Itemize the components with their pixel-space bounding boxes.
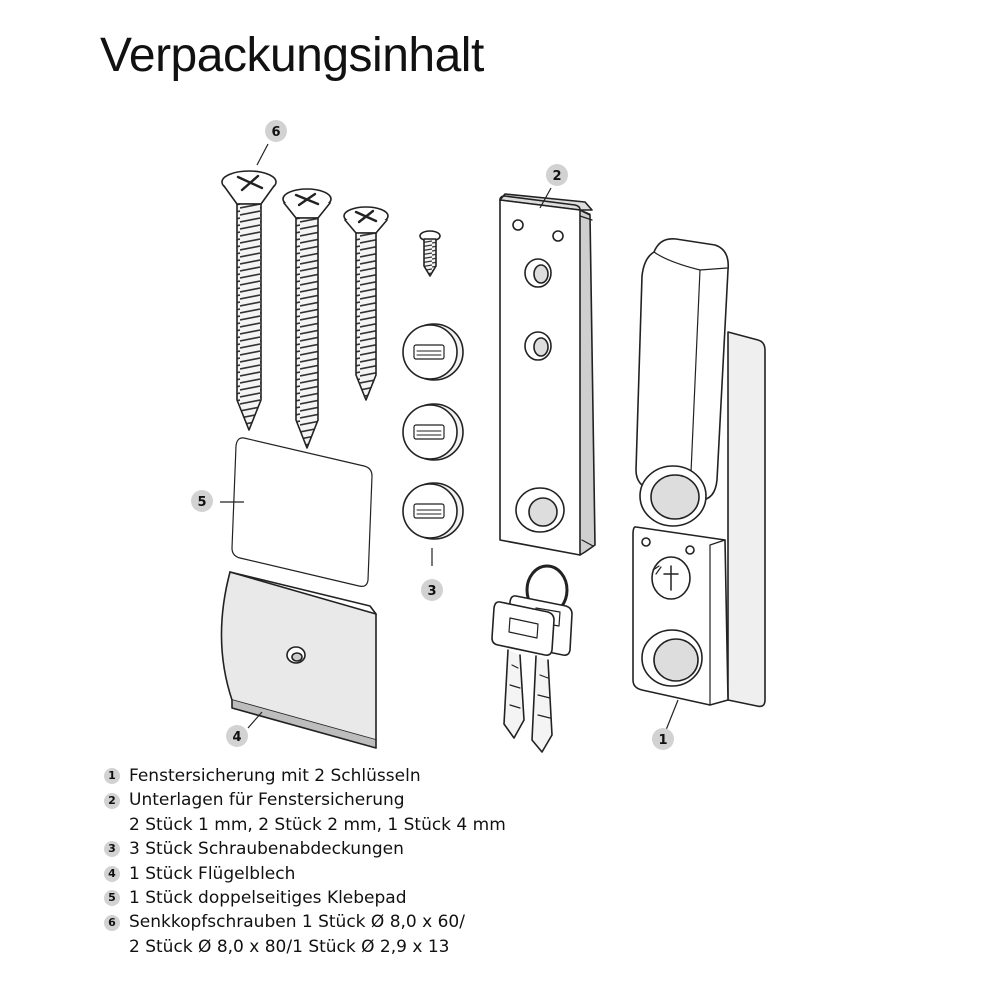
spacer-stack <box>499 193 596 556</box>
callout-4: 4 <box>226 725 248 747</box>
svg-text:3: 3 <box>427 584 436 599</box>
callout-6: 6 <box>265 120 287 142</box>
svg-text:4: 4 <box>232 730 241 745</box>
screw-cover-2 <box>402 403 464 461</box>
legend-text: Fenstersicherung mit 2 Schlüsseln <box>129 766 421 786</box>
adhesive-pad <box>231 437 373 587</box>
legend-text: Senkkopfschrauben 1 Stück Ø 8,0 x 60/ <box>129 912 465 933</box>
legend-item-5: 5 1 Stück doppelseitiges Klebepad <box>104 886 506 910</box>
legend-text: Unterlagen für Fenstersicherung <box>129 790 405 811</box>
svg-text:6: 6 <box>271 125 280 140</box>
legend-number: 6 <box>104 914 120 931</box>
screw-long-2 <box>282 188 332 449</box>
svg-text:1: 1 <box>658 733 667 748</box>
legend-text: 3 Stück Schraubenabdeckungen <box>129 839 404 860</box>
window-lock <box>632 237 766 708</box>
keys <box>491 564 573 753</box>
screw-small <box>419 230 441 277</box>
parts-legend: 1 Fenstersicherung mit 2 Schlüsseln 2 Un… <box>104 764 506 959</box>
screw-medium <box>343 206 389 401</box>
svg-text:5: 5 <box>197 495 206 510</box>
callout-3: 3 <box>421 579 443 601</box>
legend-item-2-detail: 2 Stück 1 mm, 2 Stück 2 mm, 1 Stück 4 mm <box>104 813 506 837</box>
legend-number: 2 <box>104 792 120 809</box>
parts-diagram: 6 2 3 5 4 1 <box>191 120 766 753</box>
callout-1: 1 <box>652 728 674 750</box>
legend-item-1: 1 Fenstersicherung mit 2 Schlüsseln <box>104 764 506 788</box>
wing-plate <box>220 571 377 749</box>
legend-item-6: 6 Senkkopfschrauben 1 Stück Ø 8,0 x 60/ <box>104 910 506 934</box>
screw-cover-3 <box>402 482 464 540</box>
legend-number: 4 <box>104 865 120 882</box>
screw-long-1 <box>221 170 277 431</box>
legend-number: 5 <box>104 890 120 907</box>
legend-text: 2 Stück 1 mm, 2 Stück 2 mm, 1 Stück 4 mm <box>129 814 506 835</box>
legend-item-3: 3 3 Stück Schraubenabdeckungen <box>104 837 506 861</box>
callout-5: 5 <box>191 490 213 512</box>
legend-item-6-detail: 2 Stück Ø 8,0 x 80/1 Stück Ø 2,9 x 13 <box>104 935 506 959</box>
legend-item-4: 4 1 Stück Flügelblech <box>104 862 506 886</box>
callout-2: 2 <box>546 164 568 186</box>
legend-text: 1 Stück doppelseitiges Klebepad <box>129 888 407 909</box>
legend-number: 1 <box>104 768 120 785</box>
page-title: Verpackungsinhalt <box>100 29 484 82</box>
legend-number: 3 <box>104 841 120 858</box>
screw-cover-1 <box>402 323 464 381</box>
svg-text:2: 2 <box>552 169 561 184</box>
legend-item-2: 2 Unterlagen für Fenstersicherung <box>104 788 506 812</box>
legend-text: 1 Stück Flügelblech <box>129 863 296 884</box>
legend-text: 2 Stück Ø 8,0 x 80/1 Stück Ø 2,9 x 13 <box>129 936 450 957</box>
